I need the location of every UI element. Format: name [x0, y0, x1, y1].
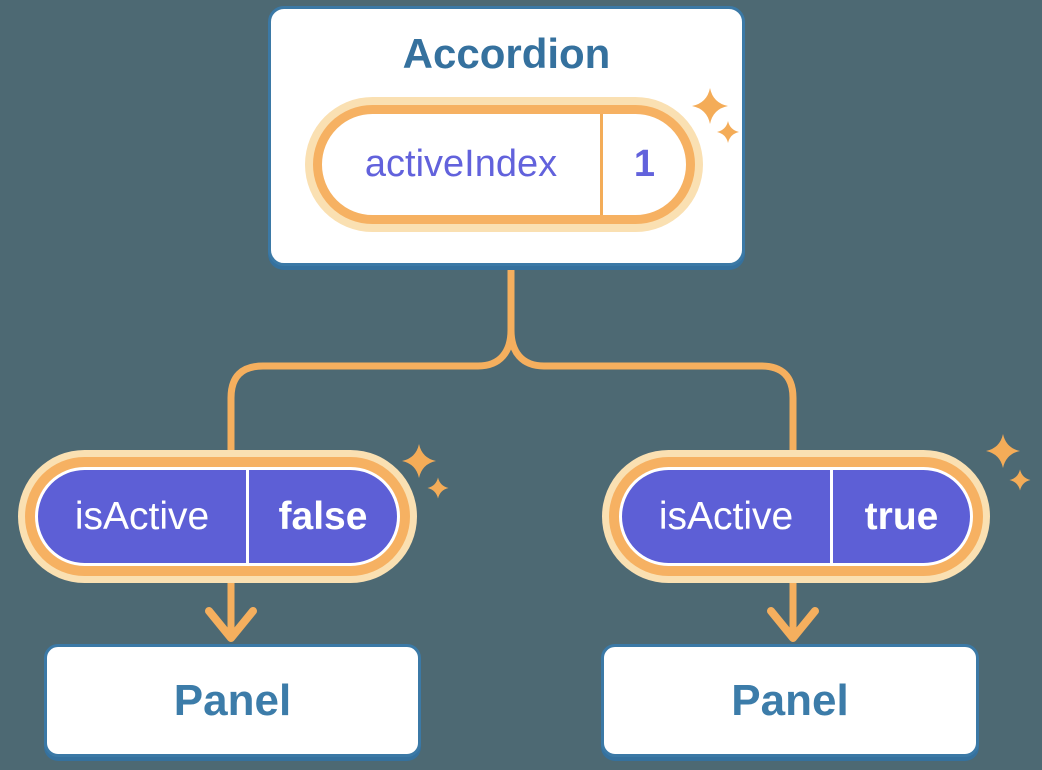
- panel-card-left: Panel: [44, 644, 421, 757]
- panel-state-pill-right: isActive true: [619, 467, 973, 566]
- pill-divider: [830, 470, 833, 563]
- arrow-down-right-icon: [767, 607, 819, 642]
- state-prop-name: activeIndex: [364, 143, 558, 185]
- sparkle-icon: [986, 434, 1020, 468]
- accordion-state-pill: activeIndex 1: [313, 105, 695, 224]
- state-prop-name: isActive: [658, 494, 794, 538]
- tree-branch-left: [227, 267, 515, 638]
- state-prop-value: 1: [633, 143, 656, 185]
- tree-branch-right: [507, 267, 797, 638]
- state-prop-name: isActive: [74, 494, 210, 538]
- sparkle-icon: [1009, 469, 1031, 491]
- accordion-card: Accordion activeIndex 1: [268, 6, 745, 266]
- panel-state-pill-left: isActive false: [35, 467, 400, 566]
- state-prop-value: true: [864, 494, 939, 538]
- panel-card-title: Panel: [173, 675, 292, 725]
- panel-card-right: Panel: [601, 644, 979, 757]
- state-prop-value: false: [278, 494, 368, 538]
- accordion-card-title: Accordion: [402, 30, 611, 77]
- pill-divider: [600, 114, 603, 215]
- arrow-down-left-icon: [205, 607, 257, 642]
- sparkle-icon: [402, 444, 436, 478]
- panel-card-title: Panel: [731, 675, 849, 725]
- sparkle-icon: [427, 477, 449, 499]
